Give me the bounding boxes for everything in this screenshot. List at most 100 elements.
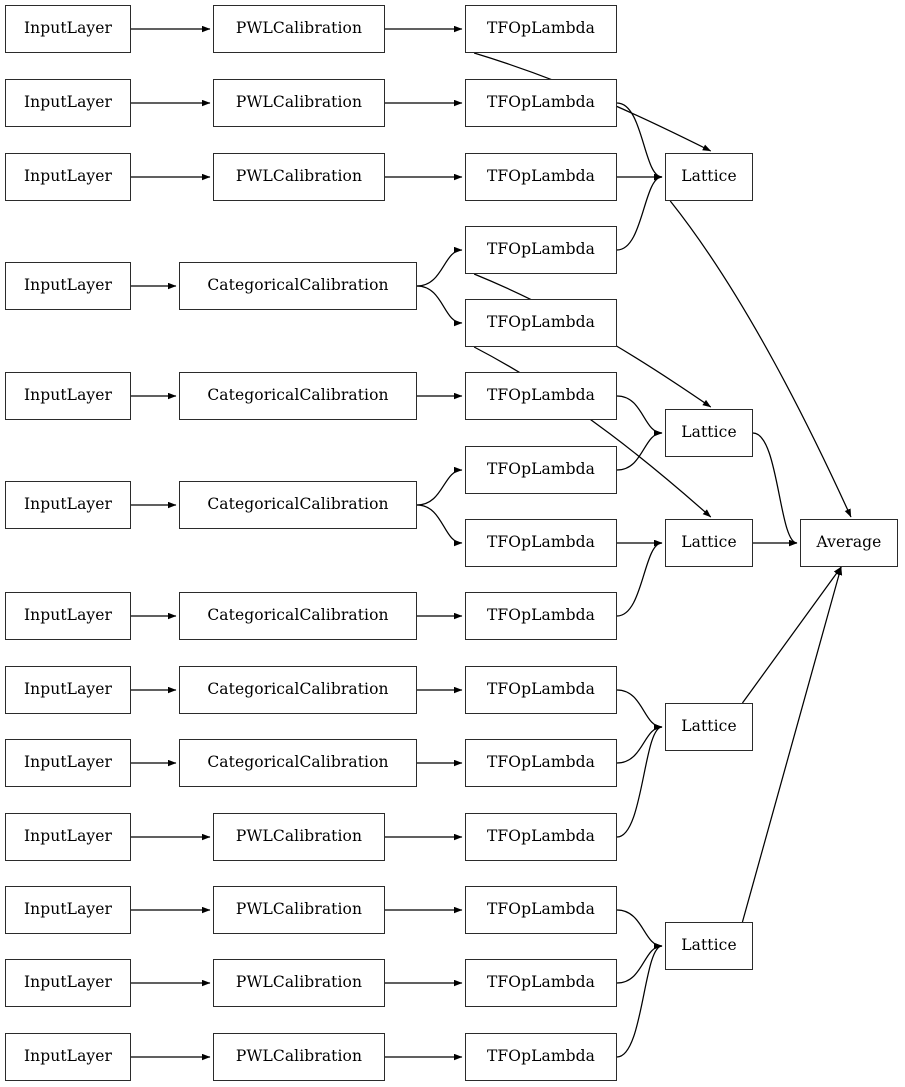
graph-node-label: PWLCalibration [235, 827, 363, 846]
graph-node-label: InputLayer [23, 900, 113, 919]
graph-node-cal3[interactable]: PWLCalibration [213, 153, 385, 201]
graph-node-in9[interactable]: InputLayer [5, 739, 131, 787]
graph-edge-op12-to-lat4 [616, 723, 663, 838]
graph-node-label: InputLayer [23, 606, 113, 625]
graph-node-label: TFOpLambda [486, 753, 596, 772]
graph-node-in2[interactable]: InputLayer [5, 79, 131, 127]
graph-node-label: InputLayer [23, 386, 113, 405]
graph-node-label: TFOpLambda [486, 167, 596, 186]
graph-node-label: InputLayer [23, 973, 113, 992]
graph-node-label: CategoricalCalibration [207, 606, 389, 625]
graph-edge-lat4-to-avg [741, 566, 842, 704]
graph-node-avg[interactable]: Average [800, 519, 898, 567]
graph-node-in8[interactable]: InputLayer [5, 666, 131, 714]
graph-node-label: CategoricalCalibration [207, 680, 389, 699]
graph-edge-lat2-to-avg [752, 432, 798, 547]
graph-node-cal9[interactable]: CategoricalCalibration [179, 739, 417, 787]
graph-edge-op2-to-lat1 [616, 102, 663, 181]
graph-node-cal2[interactable]: PWLCalibration [213, 79, 385, 127]
graph-node-op13[interactable]: TFOpLambda [465, 886, 617, 934]
graph-node-in6[interactable]: InputLayer [5, 481, 131, 529]
graph-node-label: InputLayer [23, 167, 113, 186]
graph-node-label: PWLCalibration [235, 900, 363, 919]
graph-node-op6[interactable]: TFOpLambda [465, 372, 617, 420]
graph-node-op11[interactable]: TFOpLambda [465, 739, 617, 787]
graph-node-label: TFOpLambda [486, 93, 596, 112]
graph-edge-cal4-to-op5 [416, 285, 463, 327]
graph-node-label: TFOpLambda [486, 460, 596, 479]
graph-node-op10[interactable]: TFOpLambda [465, 666, 617, 714]
graph-node-lat2[interactable]: Lattice [665, 409, 753, 457]
graph-node-cal7[interactable]: CategoricalCalibration [179, 592, 417, 640]
graph-node-label: TFOpLambda [486, 827, 596, 846]
graph-node-cal12[interactable]: PWLCalibration [213, 959, 385, 1007]
graph-node-label: InputLayer [23, 19, 113, 38]
graph-node-label: TFOpLambda [486, 900, 596, 919]
graph-edge-op15-to-lat5 [616, 942, 663, 1058]
graph-node-label: Average [816, 533, 882, 552]
graph-node-label: InputLayer [23, 93, 113, 112]
graph-node-label: TFOpLambda [486, 386, 596, 405]
graph-node-cal8[interactable]: CategoricalCalibration [179, 666, 417, 714]
graph-node-in10[interactable]: InputLayer [5, 813, 131, 861]
graph-node-lat3[interactable]: Lattice [665, 519, 753, 567]
graph-node-in4[interactable]: InputLayer [5, 262, 131, 310]
graph-node-label: PWLCalibration [235, 19, 363, 38]
graph-edge-op13-to-lat5 [616, 909, 663, 950]
graph-node-label: PWLCalibration [235, 93, 363, 112]
graph-node-cal10[interactable]: PWLCalibration [213, 813, 385, 861]
graph-node-label: TFOpLambda [486, 313, 596, 332]
graph-node-op8[interactable]: TFOpLambda [465, 519, 617, 567]
graph-node-label: CategoricalCalibration [207, 495, 389, 514]
graph-node-in7[interactable]: InputLayer [5, 592, 131, 640]
graph-node-op2[interactable]: TFOpLambda [465, 79, 617, 127]
graph-node-label: Lattice [681, 167, 737, 186]
graph-node-label: Lattice [681, 423, 737, 442]
graph-node-lat1[interactable]: Lattice [665, 153, 753, 201]
graph-node-cal5[interactable]: CategoricalCalibration [179, 372, 417, 420]
graph-node-in13[interactable]: InputLayer [5, 1033, 131, 1081]
graph-edge-lat1-to-avg [669, 200, 852, 518]
graph-node-in12[interactable]: InputLayer [5, 959, 131, 1007]
graph-node-op12[interactable]: TFOpLambda [465, 813, 617, 861]
graph-edge-op9-to-lat3 [616, 539, 663, 617]
graph-node-op3[interactable]: TFOpLambda [465, 153, 617, 201]
graph-node-cal4[interactable]: CategoricalCalibration [179, 262, 417, 310]
graph-node-cal6[interactable]: CategoricalCalibration [179, 481, 417, 529]
graph-node-label: TFOpLambda [486, 606, 596, 625]
graph-node-lat5[interactable]: Lattice [665, 922, 753, 970]
graph-node-label: TFOpLambda [486, 973, 596, 992]
graph-edge-op6-to-lat2 [616, 395, 663, 437]
graph-edge-cal6-to-op7 [416, 466, 463, 506]
graph-node-label: Lattice [681, 533, 737, 552]
graph-node-op9[interactable]: TFOpLambda [465, 592, 617, 640]
graph-node-label: Lattice [681, 936, 737, 955]
graph-node-lat4[interactable]: Lattice [665, 703, 753, 751]
graph-node-label: InputLayer [23, 495, 113, 514]
graph-node-in3[interactable]: InputLayer [5, 153, 131, 201]
graph-node-label: InputLayer [23, 753, 113, 772]
graph-node-op1[interactable]: TFOpLambda [465, 5, 617, 53]
graph-node-in1[interactable]: InputLayer [5, 5, 131, 53]
graph-node-cal11[interactable]: PWLCalibration [213, 886, 385, 934]
graph-node-label: TFOpLambda [486, 19, 596, 38]
graph-node-label: TFOpLambda [486, 240, 596, 259]
graph-node-op14[interactable]: TFOpLambda [465, 959, 617, 1007]
graph-node-label: InputLayer [23, 1047, 113, 1066]
graph-edge-cal4-to-op4 [416, 246, 463, 287]
graph-node-label: InputLayer [23, 276, 113, 295]
graph-node-op5[interactable]: TFOpLambda [465, 299, 617, 347]
graph-node-op4[interactable]: TFOpLambda [465, 226, 617, 274]
graph-edge-op10-to-lat4 [616, 689, 663, 731]
graph-node-label: PWLCalibration [235, 167, 363, 186]
graph-node-label: TFOpLambda [486, 533, 596, 552]
graph-node-op7[interactable]: TFOpLambda [465, 446, 617, 494]
graph-node-cal13[interactable]: PWLCalibration [213, 1033, 385, 1081]
graph-node-op15[interactable]: TFOpLambda [465, 1033, 617, 1081]
graph-node-cal1[interactable]: PWLCalibration [213, 5, 385, 53]
graph-node-in5[interactable]: InputLayer [5, 372, 131, 420]
graph-node-label: PWLCalibration [235, 1047, 363, 1066]
graph-node-in11[interactable]: InputLayer [5, 886, 131, 934]
